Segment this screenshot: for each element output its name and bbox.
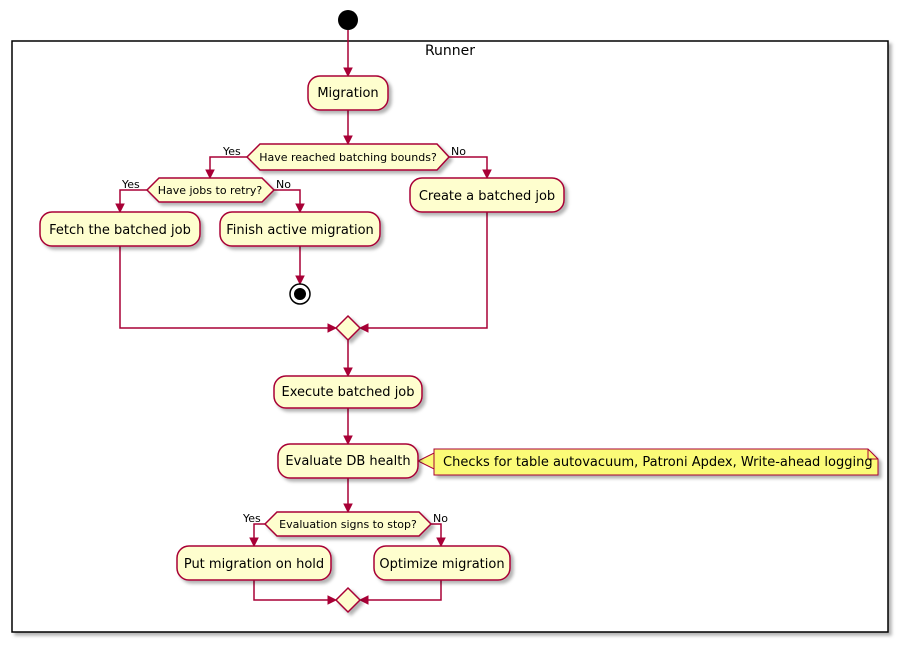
activity-finish-active-migration: Finish active migration bbox=[219, 211, 381, 247]
decision-batching-bounds: Have reached batching bounds? Yes No bbox=[222, 143, 466, 171]
runner-partition-title: Runner bbox=[425, 43, 475, 59]
svg-text:No: No bbox=[276, 178, 291, 191]
svg-text:Have jobs to retry?: Have jobs to retry? bbox=[158, 184, 263, 197]
svg-text:Finish active migration: Finish active migration bbox=[226, 223, 374, 238]
activity-fetch-batched-job: Fetch the batched job bbox=[39, 211, 201, 247]
svg-text:Optimize migration: Optimize migration bbox=[379, 557, 504, 572]
activity-evaluate-db-health: Evaluate DB health bbox=[277, 443, 419, 479]
svg-text:Checks for table autovacuum, P: Checks for table autovacuum, Patroni Apd… bbox=[443, 455, 873, 470]
decision-jobs-to-retry: Have jobs to retry? Yes No bbox=[121, 177, 291, 203]
start-node bbox=[338, 10, 358, 30]
svg-text:Yes: Yes bbox=[121, 178, 140, 191]
svg-text:Fetch the batched job: Fetch the batched job bbox=[49, 223, 191, 238]
merge-diamond bbox=[334, 314, 362, 342]
note-db-health-checks: Checks for table autovacuum, Patroni Apd… bbox=[433, 448, 879, 476]
svg-text:No: No bbox=[451, 145, 466, 158]
decision-signs-to-stop: Evaluation signs to stop? Yes No bbox=[242, 511, 448, 537]
activity-create-batched-job: Create a batched job bbox=[409, 177, 565, 213]
edges bbox=[115, 30, 492, 605]
activity-put-migration-on-hold: Put migration on hold bbox=[176, 545, 332, 581]
svg-text:Yes: Yes bbox=[222, 145, 241, 158]
svg-text:Evaluate DB health: Evaluate DB health bbox=[285, 454, 410, 469]
svg-text:No: No bbox=[433, 512, 448, 525]
activity-execute-batched-job: Execute batched job bbox=[273, 375, 423, 409]
svg-text:Have reached batching bounds?: Have reached batching bounds? bbox=[259, 151, 437, 164]
svg-text:Execute batched job: Execute batched job bbox=[281, 385, 414, 400]
end-node bbox=[289, 283, 311, 305]
svg-text:Create a batched job: Create a batched job bbox=[419, 189, 555, 204]
svg-text:Evaluation signs to stop?: Evaluation signs to stop? bbox=[279, 518, 417, 531]
svg-text:Yes: Yes bbox=[242, 512, 261, 525]
merge-diamond-final bbox=[334, 586, 362, 614]
runner-partition-frame bbox=[11, 40, 889, 633]
svg-text:Migration: Migration bbox=[317, 86, 378, 101]
svg-text:Put migration on hold: Put migration on hold bbox=[184, 557, 324, 572]
activity-migration: Migration bbox=[307, 75, 389, 111]
activity-optimize-migration: Optimize migration bbox=[373, 545, 511, 581]
